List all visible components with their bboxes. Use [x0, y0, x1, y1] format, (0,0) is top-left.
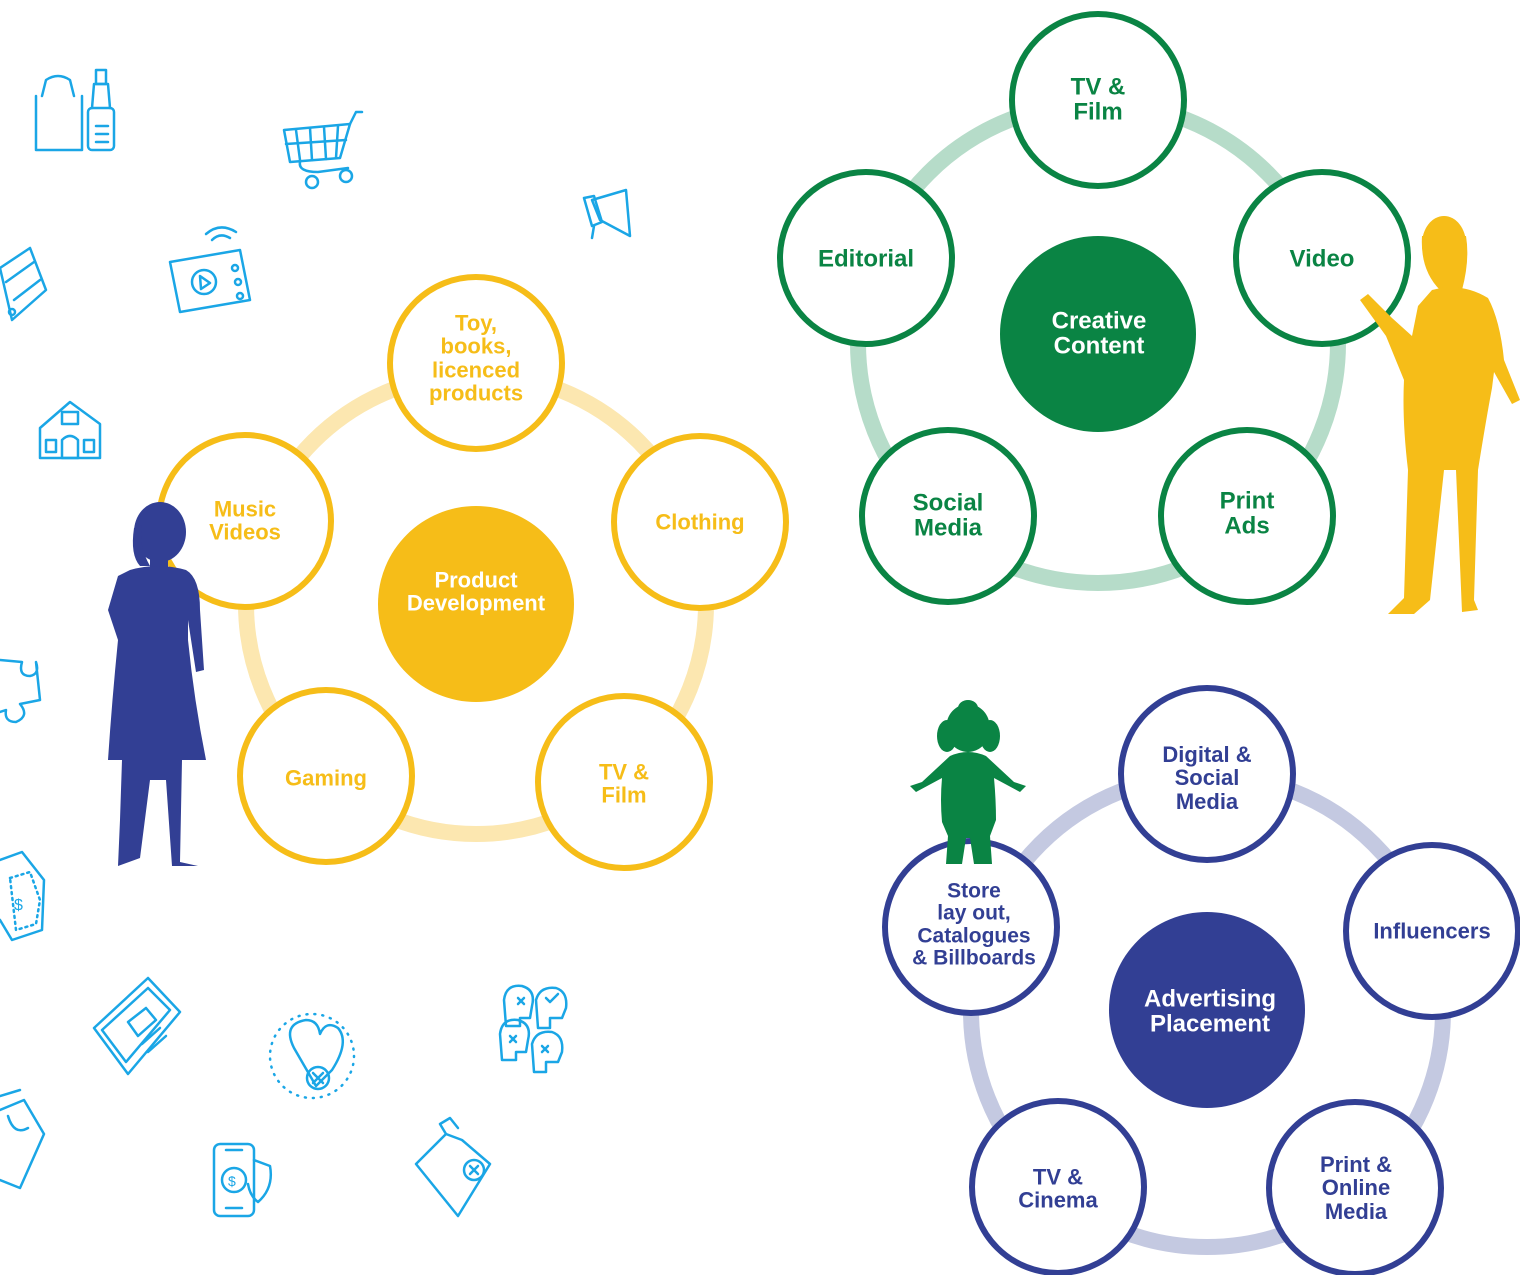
creative-content-center	[1000, 236, 1196, 432]
ad-node-influencers	[1343, 842, 1520, 1020]
woman-pointing-figure	[1360, 216, 1520, 614]
price-tags-icon: $	[0, 850, 46, 942]
mobile-payment-icon: $	[212, 1142, 272, 1218]
puzzle-icon	[0, 658, 42, 724]
product-node-tv-film	[535, 693, 713, 871]
svg-text:$: $	[228, 1173, 236, 1189]
creative-node-social-media	[859, 427, 1037, 605]
product-node-toys	[387, 274, 565, 452]
woman-figure	[108, 502, 206, 866]
shopping-bag-icon	[0, 1088, 46, 1190]
ad-node-print-online	[1266, 1099, 1444, 1275]
smart-tv-icon	[168, 226, 252, 314]
ad-node-digital-social	[1118, 685, 1296, 863]
product-development-center	[378, 506, 574, 702]
advertising-placement-cluster	[882, 685, 1520, 1275]
people-vote-icon	[498, 984, 568, 1074]
advertising-placement-center	[1109, 912, 1305, 1108]
svg-text:$: $	[14, 897, 23, 914]
ad-node-store-layout	[882, 838, 1060, 1016]
ad-node-tv-cinema	[969, 1098, 1147, 1275]
creative-node-editorial	[777, 169, 955, 347]
product-development-cluster	[156, 274, 789, 871]
creative-content-cluster	[777, 11, 1411, 605]
groceries-icon	[34, 68, 116, 152]
girl-figure	[910, 700, 1026, 864]
product-node-gaming	[237, 687, 415, 865]
product-node-clothing	[611, 433, 789, 611]
creative-node-tv-film	[1009, 11, 1187, 189]
shopping-cart-icon	[282, 110, 364, 190]
thumbs-down-icon	[414, 1116, 492, 1218]
heart-icon	[268, 1012, 356, 1100]
house-icon	[38, 400, 102, 460]
megaphone-icon	[582, 188, 632, 240]
creative-node-print-ads	[1158, 427, 1336, 605]
smartphone-icon	[0, 246, 48, 322]
newspaper-icon	[92, 976, 182, 1076]
